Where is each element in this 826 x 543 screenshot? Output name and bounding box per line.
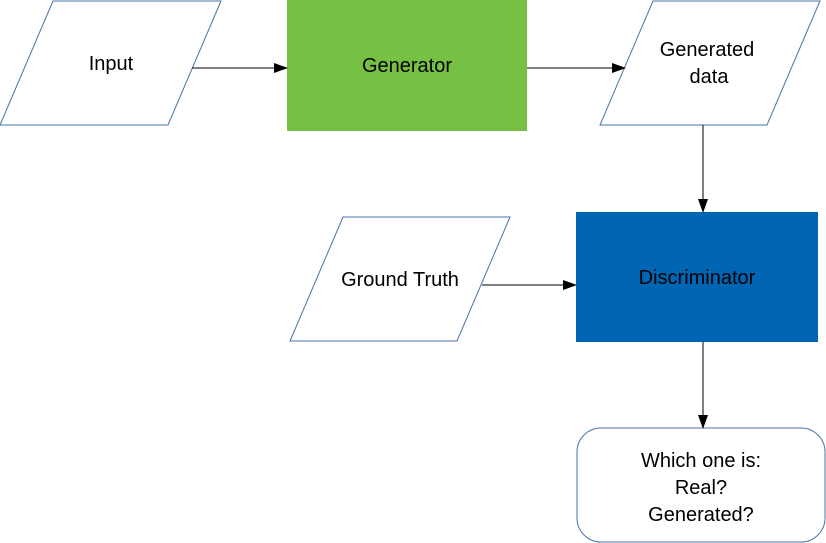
generator-node: Generator [287, 0, 527, 131]
generated-data-node: Generated data [599, 0, 821, 126]
output-label-line-3: Generated? [648, 504, 754, 526]
discriminator-label: Discriminator [639, 267, 756, 289]
ground-truth-shape [289, 216, 511, 342]
output-label-line-1: Which one is: [641, 450, 761, 472]
discriminator-shape [576, 212, 818, 342]
discriminator-node: Discriminator [576, 212, 818, 342]
input-label: Input [89, 53, 134, 75]
ground-truth-label: Ground Truth [341, 269, 459, 291]
generated-data-shape [599, 0, 821, 126]
output-node: Which one is: Real? Generated? [576, 427, 826, 543]
generated-data-label-line-1: Generated [660, 39, 755, 61]
generated-data-label-line-2: data [690, 66, 730, 88]
input-node: Input [0, 0, 222, 126]
output-label-line-2: Real? [675, 477, 727, 499]
generator-shape [287, 0, 527, 131]
ground-truth-node: Ground Truth [289, 216, 511, 342]
input-shape [0, 0, 222, 126]
generator-label: Generator [362, 55, 452, 77]
